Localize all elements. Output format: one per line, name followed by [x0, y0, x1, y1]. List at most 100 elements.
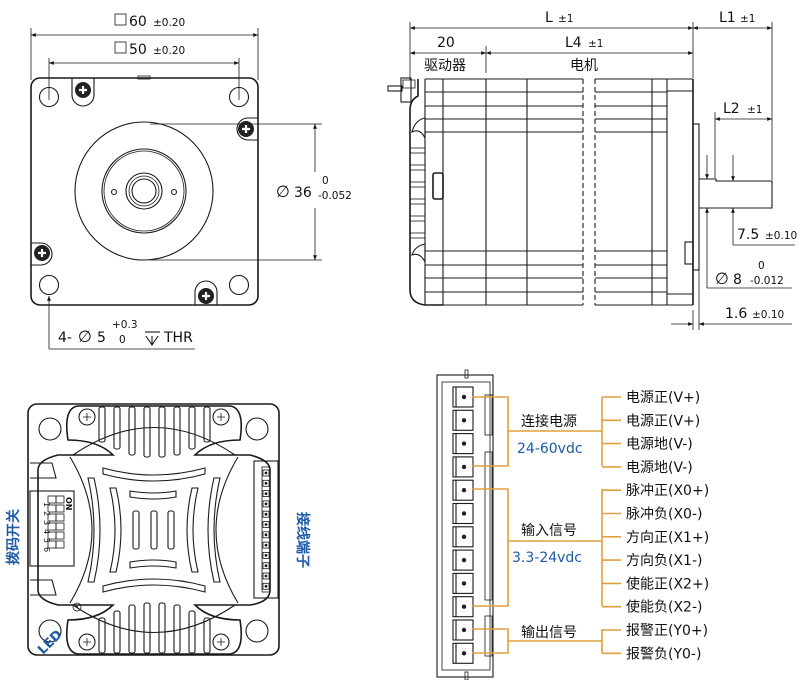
mount-hole [228, 274, 250, 296]
dim-L-tol: ±1 [558, 13, 573, 25]
terminal-pin [262, 531, 270, 539]
screw-icon [71, 78, 95, 107]
dim-L4-value: L4 [565, 35, 582, 51]
holes-depth: THR [163, 330, 193, 346]
terminal-pin [262, 490, 270, 498]
dim-20-value: 20 [437, 35, 455, 51]
connector-pin [452, 572, 474, 594]
rear-outline [27, 403, 280, 656]
pin-label: 方向正(X1+) [626, 530, 709, 546]
connector-pin [452, 642, 474, 664]
terminal-pin [262, 510, 270, 518]
mount-hole [38, 417, 62, 441]
svg-text:2: 2 [42, 511, 51, 516]
connector-pin [452, 409, 474, 431]
mount-hole [38, 274, 60, 296]
terminal-pin [262, 582, 270, 590]
dim-boss-tol: ±0.10 [752, 309, 784, 321]
rear-view: 1 2 3 4 5 6 ON 拨码开关 接线端子 LED [5, 403, 311, 658]
mount-hole [228, 86, 250, 108]
pin-label: 电源正(V+) [626, 413, 700, 429]
connector-pin [452, 619, 474, 641]
dim-50-value: 50 [129, 42, 147, 58]
pin-label: 报警正(Y0+) [626, 623, 708, 639]
dim-60-value: 60 [129, 14, 147, 30]
dip-switch: 1 2 3 4 5 6 ON [29, 490, 75, 567]
dim-36-tol-lower: -0.052 [318, 190, 352, 202]
dim-shaft-tol-lower: -0.012 [750, 275, 784, 287]
screw-icon [78, 408, 96, 426]
dim-L2-tol: ±1 [747, 104, 762, 116]
mount-hole [245, 619, 269, 643]
group-input-voltage: 3.3-24vdc [512, 550, 582, 566]
dim-L2-value: L2 [723, 101, 740, 117]
pin-label: 电源地(V-) [626, 460, 693, 476]
pin-label: 报警负(Y0-) [626, 646, 701, 662]
screw-icon [78, 633, 96, 651]
dim-flat-tol: ±0.10 [765, 230, 797, 242]
svg-text:1: 1 [42, 502, 51, 507]
terminal-pin [262, 562, 270, 570]
terminal-pin [262, 521, 270, 528]
holes-tol-upper: +0.3 [112, 319, 138, 331]
terminal-pin [262, 552, 270, 559]
pilot-circle [74, 121, 214, 261]
terminal-pin [262, 572, 270, 580]
terminal-block [253, 460, 279, 599]
terminal-pin [262, 479, 270, 487]
svg-text:5: 5 [42, 538, 51, 543]
connector-pin [452, 433, 474, 455]
mount-hole [245, 417, 269, 441]
connector-pin [452, 479, 474, 501]
motor-label: 电机 [570, 58, 598, 74]
dim-L4-tol: ±1 [588, 38, 603, 50]
mount-hole [38, 619, 62, 643]
dip-switch-label: 拨码开关 [5, 509, 22, 565]
flange-outline [30, 77, 259, 306]
diameter-symbol: ∅ [276, 182, 290, 201]
dip-on-label: ON [64, 497, 73, 511]
connector-pin [452, 386, 474, 408]
terminal-pin [262, 500, 270, 508]
usb-port [432, 172, 444, 200]
pin-label: 电源正(V+) [626, 390, 700, 406]
svg-text:3: 3 [42, 520, 51, 525]
pin-label: 脉冲负(X0-) [626, 507, 702, 523]
group-output-label: 输出信号 [521, 625, 577, 641]
dim-L1-value: L1 [719, 10, 736, 26]
pin-label: 脉冲正(X0+) [626, 483, 709, 499]
terminal-pin [262, 541, 270, 549]
dim-50-tol: ±0.20 [153, 45, 185, 57]
dim-shaft-tol-upper: 0 [758, 260, 765, 272]
wiring-diagram: 连接电源 24-60vdc 输入信号 3.3-24vdc 输出信号 电源正(V+… [436, 369, 709, 680]
dim-60-tol: ±0.20 [153, 17, 185, 29]
dim-boss-value: 1.6 [725, 306, 747, 322]
connector-pin [452, 596, 474, 618]
driver-label: 驱动器 [424, 58, 466, 74]
depth-icon [145, 331, 160, 346]
connector-pin [452, 456, 474, 478]
mount-hole [38, 86, 60, 108]
connector-pin [452, 502, 474, 525]
holes-prefix: 4- [58, 330, 72, 346]
group-input-label: 输入信号 [521, 523, 577, 539]
front-view: 60 ±0.20 50 ±0.20 [30, 13, 352, 350]
svg-text:4: 4 [42, 529, 51, 534]
dim-36-value: 36 [294, 185, 312, 201]
connector-pin [452, 526, 474, 548]
terminal-pin [262, 469, 270, 477]
screw-icon [212, 408, 230, 426]
pin-label: 使能负(X2-) [626, 599, 702, 616]
connector-pin [452, 549, 474, 571]
dim-36-tol-upper: 0 [322, 175, 329, 187]
dim-shaft-value: 8 [733, 272, 742, 288]
screw-icon [194, 280, 218, 305]
dim-L-value: L [545, 10, 553, 26]
side-view: L ±1 L1 ±1 20 驱动器 L4 ±1 电机 [387, 10, 797, 330]
svg-text:6: 6 [42, 547, 51, 552]
diameter-symbol: ∅ [78, 327, 92, 346]
dim-flat-value: 7.5 [737, 227, 759, 243]
pin-label: 电源地(V-) [626, 437, 693, 453]
holes-value: 5 [97, 330, 106, 346]
